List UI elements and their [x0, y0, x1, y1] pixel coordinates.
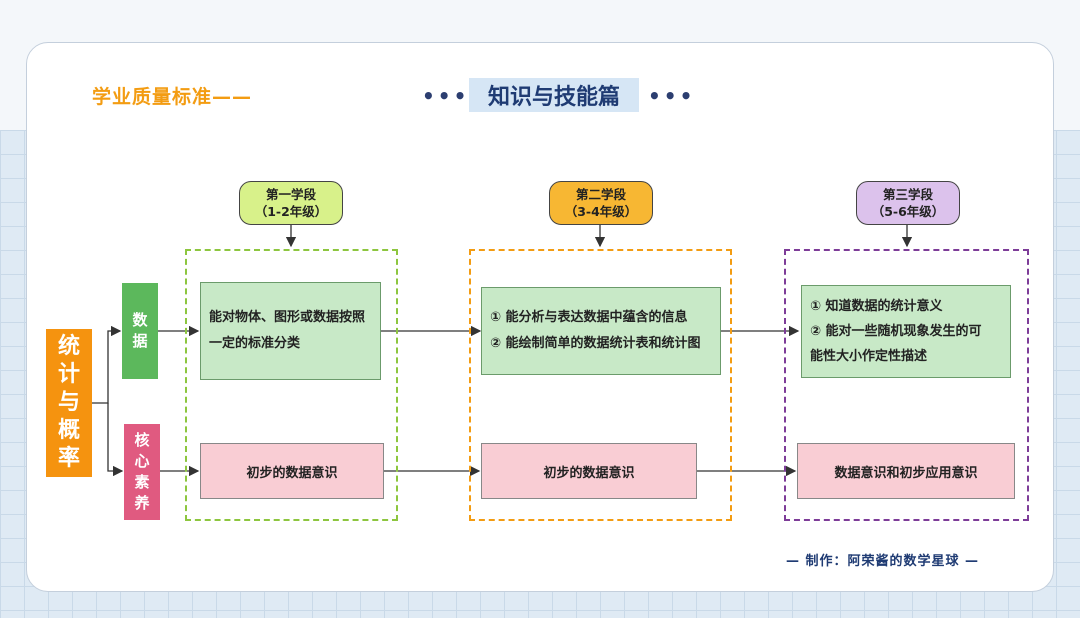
stage-1-data-box: 能对物体、图形或数据按照 一定的标准分类 [200, 282, 381, 380]
stage-3-label: 第三学段（5-6年级） [856, 181, 960, 225]
stage-2-data-box: ① 能分析与表达数据中蕴含的信息 ② 能绘制简单的数据统计表和统计图 [481, 287, 721, 375]
stage-2-frame [469, 249, 732, 521]
root-to-data-arrow [92, 325, 122, 404]
author-credit: — 制作：阿荣酱的数学星球 — [786, 554, 980, 569]
branch-data: 数 据 [122, 283, 158, 379]
root-node-statistics: 统 计 与 概 率 [46, 329, 92, 477]
stage-3-core-box: 数据意识和初步应用意识 [797, 443, 1015, 499]
stage-3-data-box: ① 知道数据的统计意义 ② 能对一些随机现象发生的可 能性大小作定性描述 [801, 285, 1011, 378]
root-to-core-arrow [107, 403, 124, 477]
title-dots-left: ••• [422, 84, 470, 108]
stage-1-label: 第一学段（1-2年级） [239, 181, 343, 225]
stage-2-label: 第二学段（3-4年级） [549, 181, 653, 225]
stage-1-core-box: 初步的数据意识 [200, 443, 384, 499]
page-title: 知识与技能篇 [469, 78, 639, 112]
quality-standard-title: 学业质量标准—— [92, 86, 253, 108]
stage-2-core-box: 初步的数据意识 [481, 443, 697, 499]
stage-3-frame [784, 249, 1029, 521]
stage-1-frame [185, 249, 398, 521]
branch-core-literacy: 核 心 素 养 [124, 424, 160, 520]
title-dots-right: ••• [648, 84, 696, 108]
